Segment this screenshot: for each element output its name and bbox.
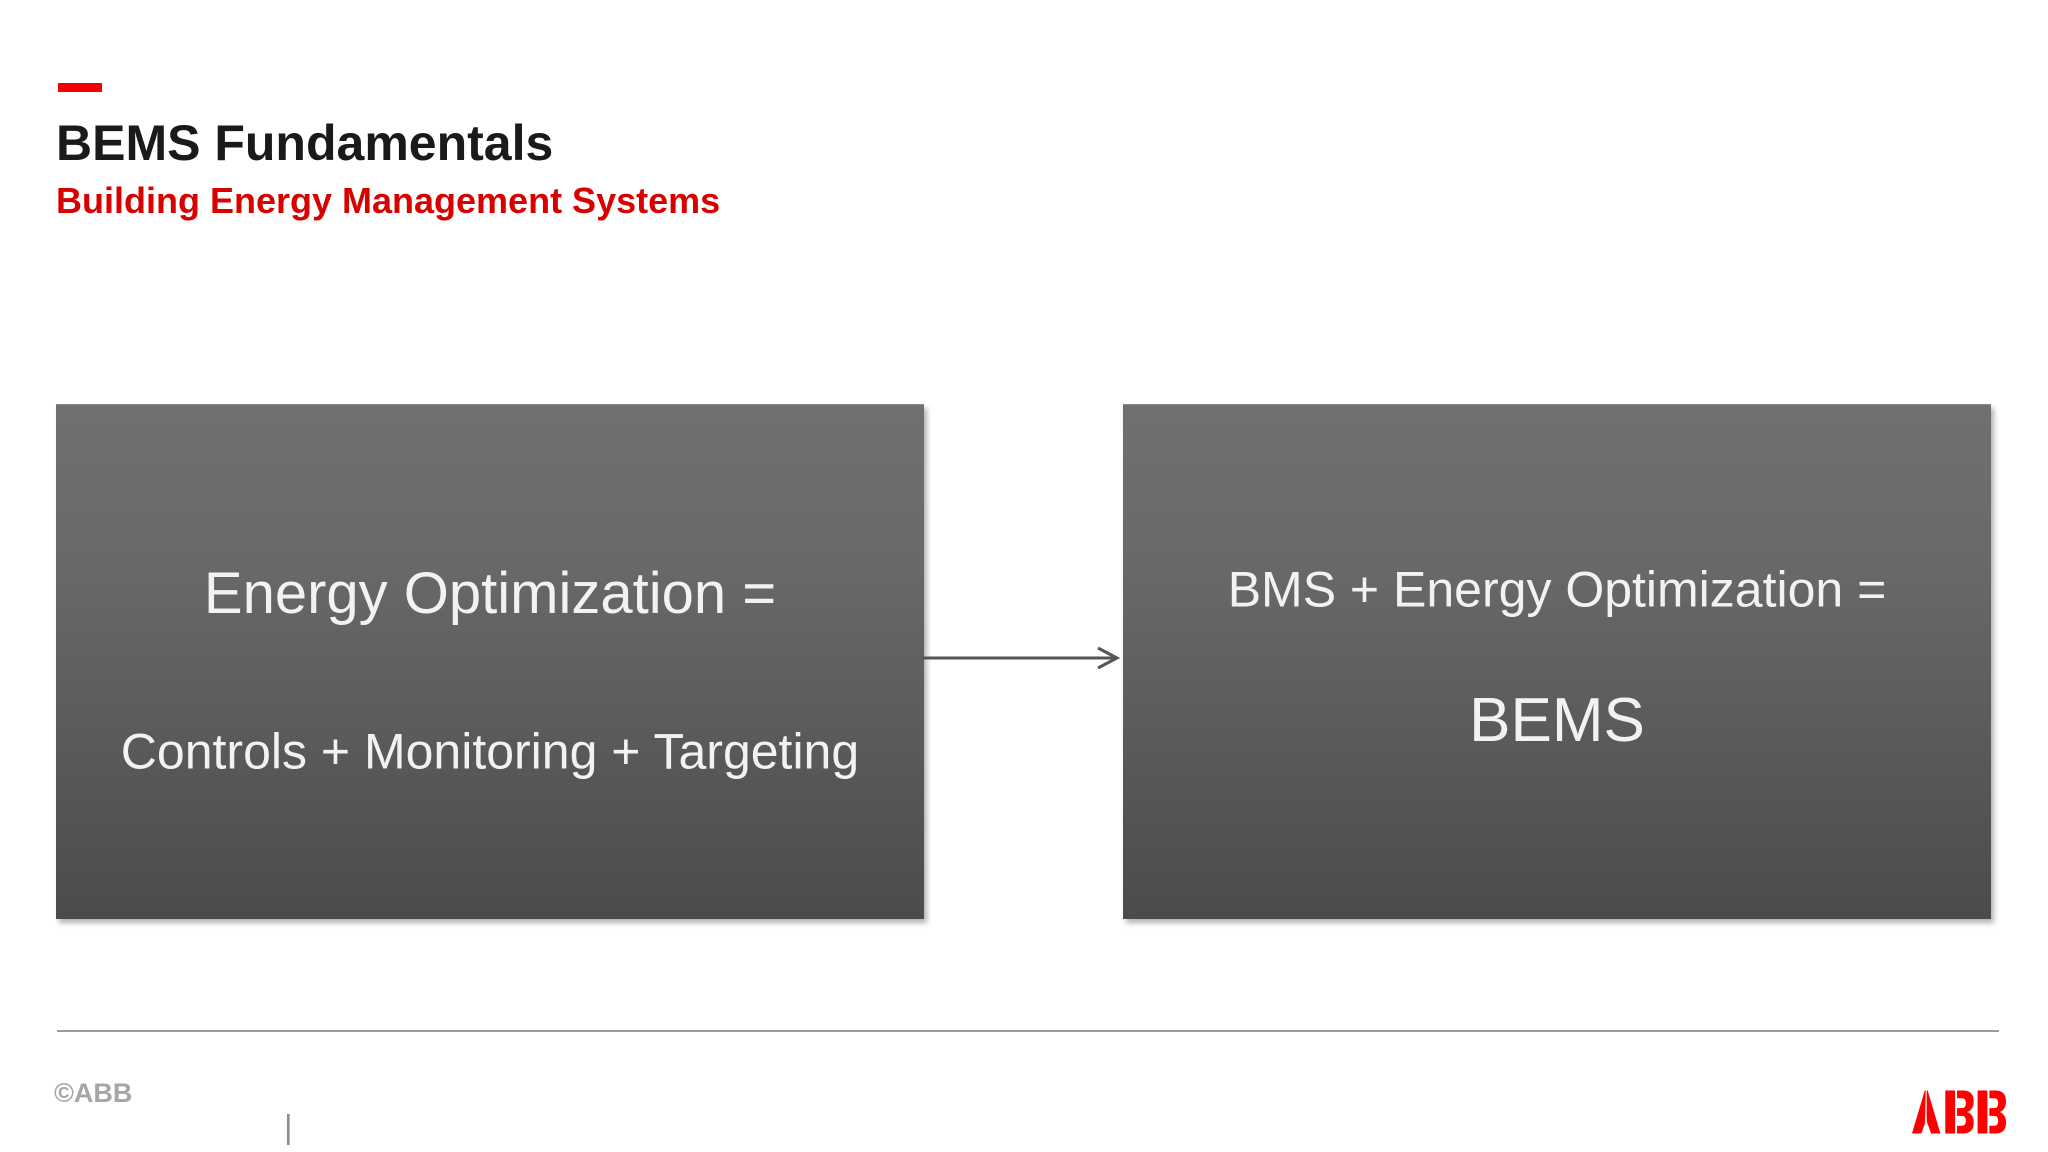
energy-optimization-box: Energy Optimization = Controls + Monitor… xyxy=(56,404,924,919)
copyright-text: ©ABB xyxy=(54,1078,133,1108)
page-subtitle: Building Energy Management Systems xyxy=(56,180,721,221)
energy-optimization-heading: Energy Optimization = xyxy=(203,561,777,627)
page-title: BEMS Fundamentals xyxy=(56,115,554,171)
bems-heading: BMS + Energy Optimization = xyxy=(1227,561,1887,618)
arrow-right-icon xyxy=(922,644,1122,672)
bems-result: BEMS xyxy=(1469,685,1645,755)
footer-divider xyxy=(57,1030,1999,1032)
footer-separator-bar: | xyxy=(284,1108,293,1145)
accent-dash xyxy=(58,83,102,92)
bems-box: BMS + Energy Optimization = BEMS xyxy=(1123,404,1991,919)
energy-optimization-formula: Controls + Monitoring + Targeting xyxy=(120,723,860,780)
abb-logo-icon xyxy=(1912,1090,2006,1134)
